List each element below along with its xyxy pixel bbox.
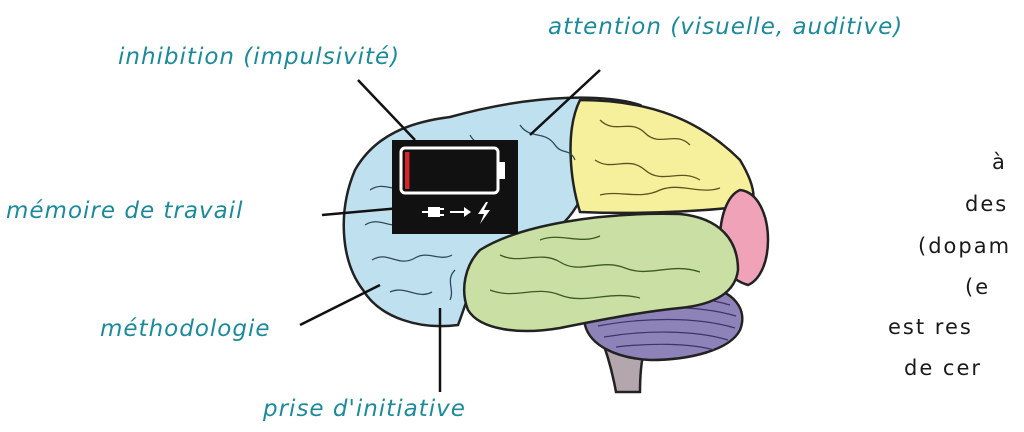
temporal-gyri	[489, 235, 701, 300]
side-text-line-3: (dopam	[918, 234, 1012, 258]
plug-icon	[422, 207, 444, 217]
parietal-gyri	[594, 119, 721, 196]
battery-icon	[399, 146, 500, 195]
side-text-line-1: à	[992, 150, 1007, 174]
label-methodologie: méthodologie	[100, 316, 271, 342]
label-memoire: mémoire de travail	[6, 198, 244, 224]
parietal-lobe	[569, 98, 755, 215]
side-text-line-2: des	[965, 192, 1009, 216]
lightning-bolt-icon	[478, 202, 490, 224]
pointer-lines	[299, 69, 601, 392]
label-inhibition: inhibition (impulsivité)	[118, 44, 401, 70]
label-attention: attention (visuelle, auditive)	[548, 14, 904, 40]
arrow-right-icon	[450, 207, 471, 217]
battery-charge-fill	[405, 152, 410, 189]
temporal-lobe	[462, 212, 740, 333]
side-text-line-6: de cer	[904, 356, 983, 380]
battery-panel	[392, 140, 518, 234]
label-prise-initiative: prise d'initiative	[263, 396, 466, 422]
side-text-line-5: est res	[888, 315, 973, 339]
side-text-line-4: (e	[965, 275, 991, 299]
